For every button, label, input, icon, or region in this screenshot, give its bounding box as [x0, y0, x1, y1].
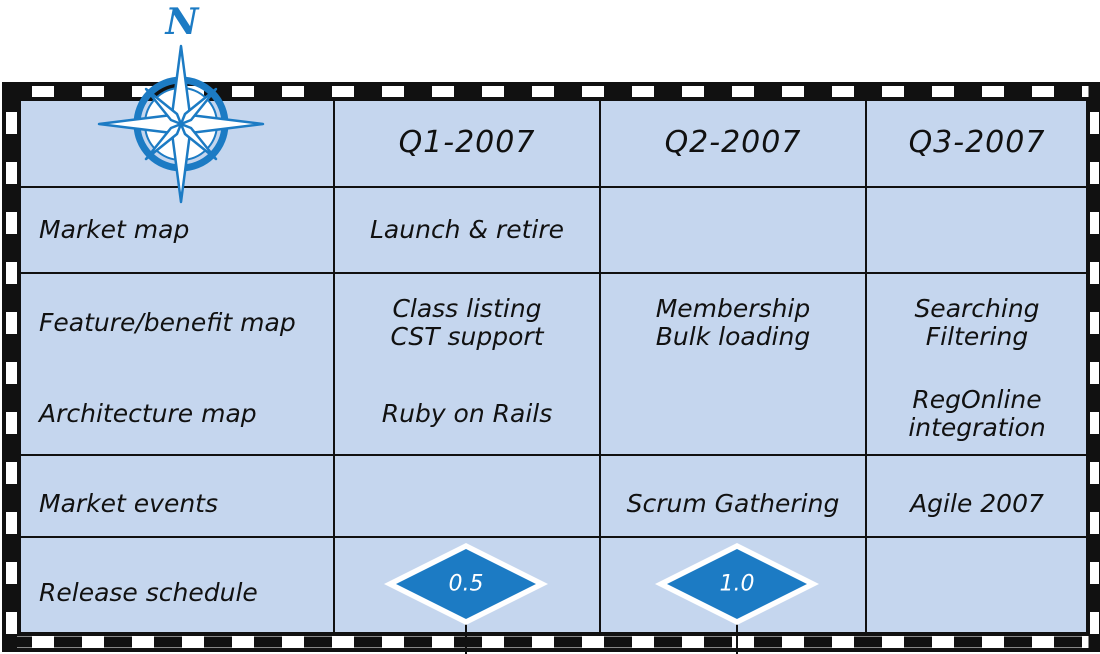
release-diamond-10 [655, 543, 819, 625]
row-label-architecture-map: Architecture map [39, 399, 257, 428]
architecture-map-q1: Ruby on Rails [334, 373, 600, 455]
row-label-market-map: Market map [39, 215, 190, 244]
map-border [2, 82, 1100, 652]
market-map-q1: Launch & retire [370, 215, 564, 244]
market-map-q3 [866, 187, 1088, 273]
feature-q2-line-1: Membership [655, 294, 811, 323]
market-map-q2 [600, 187, 866, 273]
roadmap-grid: Q1-2007 Q2-2007 Q3-2007 Market map Launc… [19, 99, 1088, 634]
architecture-map-q2 [600, 373, 866, 455]
architecture-q3-line-1: RegOnline [912, 385, 1042, 414]
release-label-05: 0.5 [448, 571, 484, 597]
architecture-map-q3: RegOnline integration [866, 373, 1088, 455]
feature-map-q1: Class listing CST support [334, 273, 600, 373]
architecture-q3-line-2: integration [908, 413, 1046, 442]
column-header-q2: Q2-2007 [664, 125, 802, 161]
feature-q2-line-2: Bulk loading [655, 322, 811, 351]
release-cell-q3 [866, 552, 1088, 634]
row-label-feature-map: Feature/benefit map [39, 308, 296, 337]
feature-q1-line-1: Class listing [392, 294, 542, 323]
feature-q1-line-2: CST support [390, 322, 544, 351]
grid-background [19, 99, 1088, 634]
row-label-release-schedule: Release schedule [39, 578, 258, 607]
release-label-10: 1.0 [719, 571, 755, 597]
feature-q3-line-1: Searching [914, 294, 1040, 323]
grid-lines [19, 99, 1088, 634]
market-events-q2: Scrum Gathering [626, 488, 840, 518]
release-diamond-05 [384, 543, 548, 625]
market-events-q3: Agile 2007 [910, 488, 1044, 518]
compass-north-label: N [165, 1, 199, 43]
feature-map-q3: Searching Filtering [866, 273, 1088, 373]
architecture-q1-line-1: Ruby on Rails [381, 399, 553, 428]
feature-q3-line-2: Filtering [925, 322, 1029, 351]
row-label-market-events: Market events [39, 488, 219, 518]
column-header-q1: Q1-2007 [398, 125, 536, 161]
market-events-q1 [334, 455, 600, 552]
column-header-q3: Q3-2007 [908, 125, 1046, 161]
feature-map-q2: Membership Bulk loading [600, 273, 866, 373]
compass-cell [19, 99, 334, 187]
compass-rose-icon [97, 44, 265, 204]
